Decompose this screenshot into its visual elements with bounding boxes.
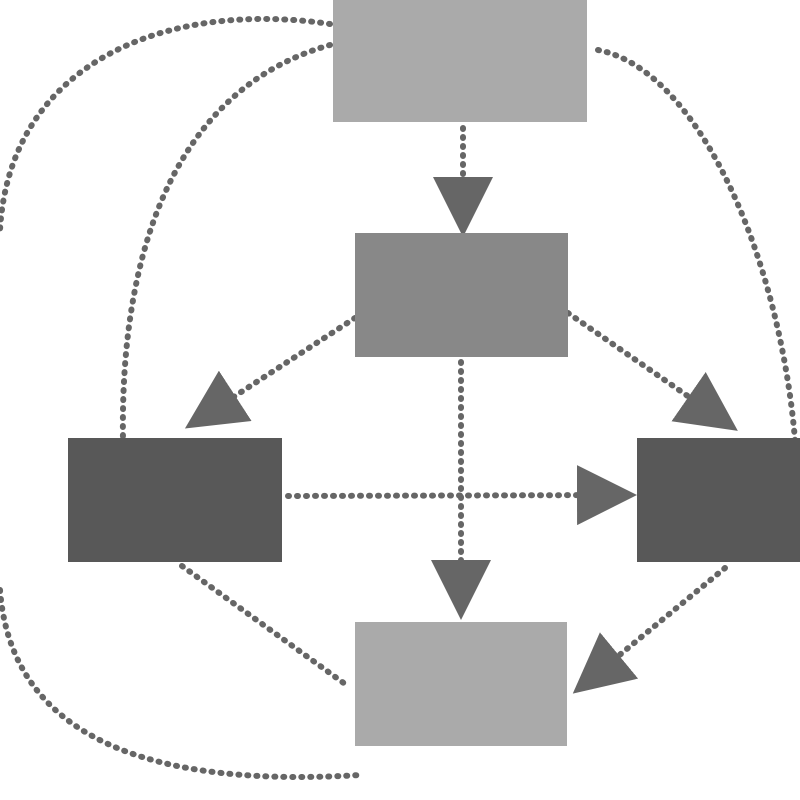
edge-top-to-right — [595, 47, 798, 443]
node-center — [355, 233, 568, 357]
node-bottom — [355, 622, 567, 746]
edge-center-to-right — [565, 310, 738, 431]
edge-right-to-bottom — [572, 565, 728, 694]
edge-top-to-left-inner — [119, 42, 333, 443]
node-left — [68, 438, 282, 562]
edge-left-to-right — [285, 465, 637, 526]
edge-left-outer-to-bottom — [0, 587, 363, 781]
edge-left-to-bottom — [179, 563, 348, 687]
edge-center-to-left — [184, 315, 358, 429]
edge-top-to-left-outer — [0, 15, 333, 233]
node-right — [637, 438, 800, 562]
node-top — [333, 0, 587, 122]
